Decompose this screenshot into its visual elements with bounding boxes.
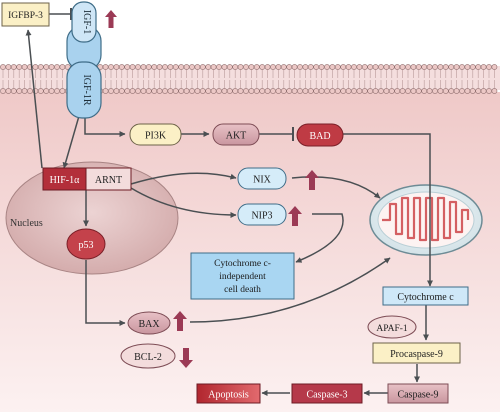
igf1-label: IGF-1 (81, 10, 92, 34)
arnt-label: ARNT (95, 175, 122, 186)
caspase9-box (387, 383, 449, 404)
nix-up-arrow-icon (305, 170, 319, 190)
igf1-up-arrow-icon (105, 10, 117, 28)
hif1a-label: HIF-1α (50, 175, 80, 186)
bax-up-arrow-icon (173, 311, 187, 331)
p53-node (66, 228, 106, 260)
p53-label: p53 (79, 240, 94, 251)
caspase3-box (291, 383, 363, 404)
nip3-label: NIP3 (251, 211, 272, 222)
apoptosis-box (196, 383, 261, 404)
procaspase9-box (372, 342, 461, 364)
cytochrome-independent-death-box (190, 252, 295, 300)
bcl2-label: BCL-2 (134, 352, 162, 363)
bax-node (127, 311, 171, 335)
cytochrome-c-label: Cytochrome c (397, 292, 454, 303)
regulation-arrows (105, 10, 319, 368)
nucleus-label: Nucleus (10, 218, 43, 229)
apaf1-label: APAF-1 (376, 324, 408, 334)
nix-node (237, 167, 287, 190)
bax-label: BAX (138, 319, 160, 330)
caspase9-label: Caspase-9 (397, 390, 438, 401)
arnt-box (85, 167, 132, 191)
cytochrome-independent-death-line2: independent (219, 272, 266, 282)
igf1-ligand: IGF-1 (71, 1, 97, 43)
pathway-connectors (25, 8, 433, 396)
pi3k-node (129, 123, 182, 146)
cytochrome-c-box (382, 286, 469, 306)
cytochrome-independent-death-line1: Cytochrome c- (214, 259, 271, 269)
caspase3-label: Caspase-3 (306, 390, 347, 401)
igfbp3-label: IGFBP-3 (8, 11, 43, 21)
igfbp3-box (1, 2, 50, 27)
procaspase9-label: Procaspase-9 (390, 349, 443, 360)
apaf1-node (367, 315, 417, 339)
apoptosis-label: Apoptosis (208, 390, 249, 401)
bad-label: BAD (309, 131, 330, 142)
nix-label: NIX (253, 175, 272, 186)
nip3-node (237, 203, 287, 226)
nip3-up-arrow-icon (288, 206, 302, 226)
cytochrome-independent-death-line3: cell death (224, 285, 261, 295)
akt-node (212, 123, 260, 146)
pi3k-label: PI3K (145, 131, 167, 142)
igf1r-label: IGF-1R (81, 74, 92, 105)
akt-label: AKT (226, 131, 247, 142)
bcl2-node (120, 343, 176, 369)
bad-node (296, 123, 344, 147)
bcl2-down-arrow-icon (179, 348, 193, 368)
mitochondrion (369, 184, 483, 256)
